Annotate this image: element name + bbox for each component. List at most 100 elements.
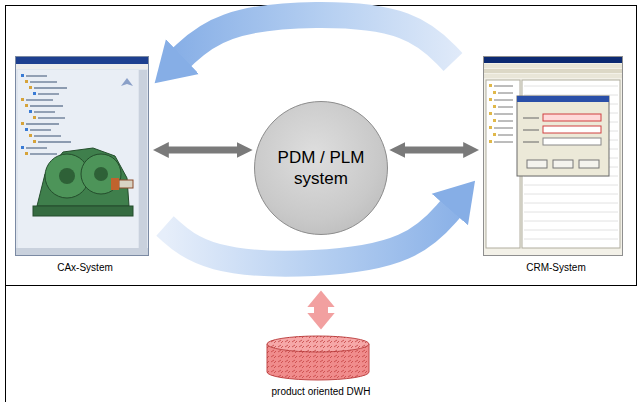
field-caption: [523, 118, 539, 119]
tree-line: [498, 93, 513, 94]
tree-icon: [489, 84, 492, 87]
tree-line: [494, 86, 513, 87]
tree-line: [494, 100, 513, 101]
tree-line: [38, 117, 65, 118]
exchange-arrow: [168, 147, 237, 154]
input-field: [543, 138, 601, 145]
toolbar-row: [484, 69, 622, 73]
tree-line: [30, 81, 57, 82]
node-title: PDM / PLM system: [273, 147, 369, 189]
crm-screenshot: [483, 56, 623, 256]
list-row: [524, 86, 618, 87]
crm-system-box: CRM-System: [483, 56, 629, 278]
compass: [121, 78, 133, 86]
cax-screenshot: [15, 56, 149, 256]
tree-icon: [21, 74, 24, 77]
tree-line: [494, 114, 513, 115]
gearbox-housing: [37, 148, 129, 206]
pdm-plm-circle: PDM / PLM system: [254, 101, 388, 235]
tree-line: [34, 87, 67, 88]
toolbar-row: [484, 64, 622, 68]
list-row: [524, 185, 618, 186]
tree-icon: [25, 104, 28, 107]
tree-icon: [489, 112, 492, 115]
gear-housing-right: [81, 154, 121, 194]
tree-icon: [21, 122, 24, 125]
tree-line: [34, 135, 61, 136]
cylinder-top-texture: [267, 336, 369, 352]
dialog: [517, 96, 609, 176]
coupling: [111, 178, 119, 190]
list-row: [524, 230, 618, 231]
title-bar: [484, 57, 622, 63]
toolbar: [139, 70, 147, 248]
node-label: CRM-System: [483, 262, 629, 274]
tree-line: [38, 141, 71, 142]
tree-icon: [29, 134, 32, 137]
tree-line: [498, 135, 513, 136]
dialog-frame: [517, 96, 609, 176]
tree-icon: [493, 119, 496, 122]
tree-line: [26, 99, 53, 100]
field-caption: [523, 142, 539, 143]
toolbar-row: [484, 74, 622, 78]
shaft: [119, 180, 133, 188]
bearing: [59, 168, 75, 184]
list-row: [524, 221, 618, 222]
flow-arc-arrow: [179, 15, 453, 62]
tree-line: [34, 111, 55, 112]
tree-icon: [25, 128, 28, 131]
list-row: [524, 95, 618, 96]
tree-line: [30, 105, 63, 106]
tree-line: [26, 147, 47, 148]
dwh-link-arrow: [314, 306, 328, 314]
cylinder-top: [267, 336, 369, 352]
dialog-title: [517, 96, 609, 102]
tree-icon: [493, 105, 496, 108]
list-row: [524, 203, 618, 204]
tree-icon: [33, 92, 36, 95]
cax-system-box: CAx-System: [15, 56, 155, 278]
input-field: [543, 114, 601, 121]
list-row: [524, 239, 618, 240]
tree-line: [30, 129, 51, 130]
tree-icon: [489, 140, 492, 143]
tree-icon: [33, 140, 36, 143]
dwh-cylinder: product oriented DWH: [263, 334, 379, 400]
exchange-arrow: [405, 147, 464, 154]
input-field: [543, 126, 601, 133]
tree-line: [26, 75, 47, 76]
tree-icon: [493, 91, 496, 94]
node-label: CAx-System: [15, 262, 155, 274]
bearing: [94, 167, 108, 181]
frame-line: [5, 285, 6, 402]
tree-icon: [25, 152, 28, 155]
tree-line: [498, 107, 513, 108]
tree-icon: [33, 116, 36, 119]
tree-icon: [489, 126, 492, 129]
status-bar: [16, 248, 148, 255]
tree-line: [498, 121, 513, 122]
dialog-button: [527, 160, 547, 168]
viewport: [18, 70, 138, 248]
base-plate: [33, 206, 133, 216]
title-bar: [16, 57, 148, 64]
dialog-button: [579, 160, 599, 168]
menu-bar: [16, 64, 148, 69]
tree-icon: [25, 80, 28, 83]
spec-tree: [21, 74, 71, 155]
field-caption: [523, 130, 539, 131]
window-frame: [16, 57, 149, 256]
window-frame: [484, 57, 623, 256]
tree-icon: [493, 133, 496, 136]
tree-line: [494, 142, 513, 143]
tree-icon: [489, 98, 492, 101]
list-row: [524, 212, 618, 213]
tree-line: [30, 153, 57, 154]
list-row: [524, 194, 618, 195]
tree-icon: [21, 98, 24, 101]
dialog-button: [553, 160, 573, 168]
dwh-cylinder-shape: [263, 334, 373, 382]
node-label: product oriented DWH: [263, 386, 379, 398]
